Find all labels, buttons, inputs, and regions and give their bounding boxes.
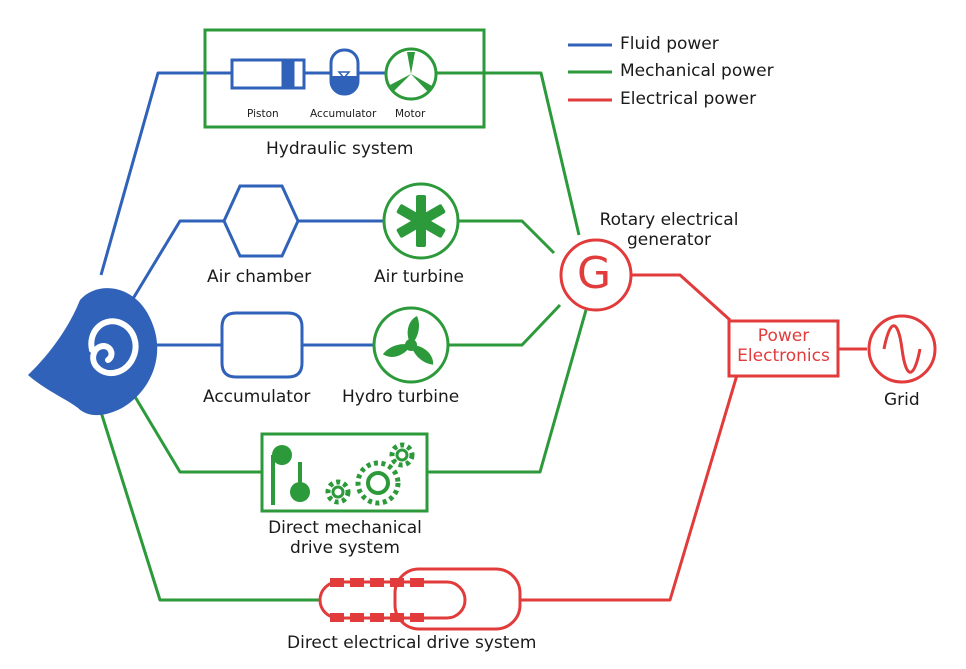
generator-title-line2: generator <box>627 230 711 251</box>
electrical-connections <box>520 273 867 602</box>
piston-icon <box>230 58 306 90</box>
piston-label: Piston <box>247 108 279 120</box>
legend <box>568 43 612 102</box>
grid-label: Grid <box>884 390 920 410</box>
fluid-connections <box>99 71 386 347</box>
generator-icon <box>559 238 633 312</box>
linear-generator-icon <box>318 567 522 631</box>
hydro-turbine-label: Hydro turbine <box>342 387 460 407</box>
generator-symbol: G <box>577 248 612 299</box>
power-electronics-label: Power Electronics <box>729 326 838 367</box>
grid-icon <box>867 314 937 384</box>
hydraulic-system-title: Hydraulic system <box>266 139 414 159</box>
hydro-turbine-icon <box>372 306 450 384</box>
air-chamber-icon <box>222 184 300 258</box>
direct-mechanical-label: Direct mechanical drive system <box>245 518 445 559</box>
accumulator-icon <box>329 48 360 96</box>
ac-sine-icon <box>882 324 922 374</box>
generator-title-line1: Rotary electrical <box>599 210 739 230</box>
legend-label-electrical: Electrical power <box>620 89 757 109</box>
hydraulic-system <box>203 28 486 129</box>
mechanical-connections <box>99 71 588 602</box>
accumulator-label: Accumulator <box>310 108 377 120</box>
hydro-accumulator-label: Accumulator <box>203 387 311 407</box>
hydro-accumulator-icon <box>220 311 304 379</box>
generator-title: Rotary electrical generator <box>594 210 744 251</box>
motor-icon <box>384 47 438 101</box>
motor-label: Motor <box>395 108 426 120</box>
hydraulic-system-box <box>203 28 486 129</box>
air-turbine-label: Air turbine <box>374 267 464 287</box>
legend-label-mechanical: Mechanical power <box>620 61 774 81</box>
air-turbine-icon <box>382 182 460 260</box>
direct-mechanical-drive <box>260 432 429 513</box>
air-chamber-label: Air chamber <box>207 267 312 287</box>
power-electronics-box <box>727 319 840 378</box>
wave-icon <box>28 288 158 416</box>
direct-electrical-label: Direct electrical drive system <box>287 633 537 653</box>
power-electronics-line1: Power <box>757 326 810 346</box>
direct-mechanical-line2: drive system <box>290 538 400 559</box>
power-electronics-line2: Electronics <box>737 346 830 367</box>
legend-label-fluid: Fluid power <box>620 34 719 54</box>
direct-mechanical-line1: Direct mechanical <box>268 518 422 538</box>
gears-icon <box>271 442 415 506</box>
